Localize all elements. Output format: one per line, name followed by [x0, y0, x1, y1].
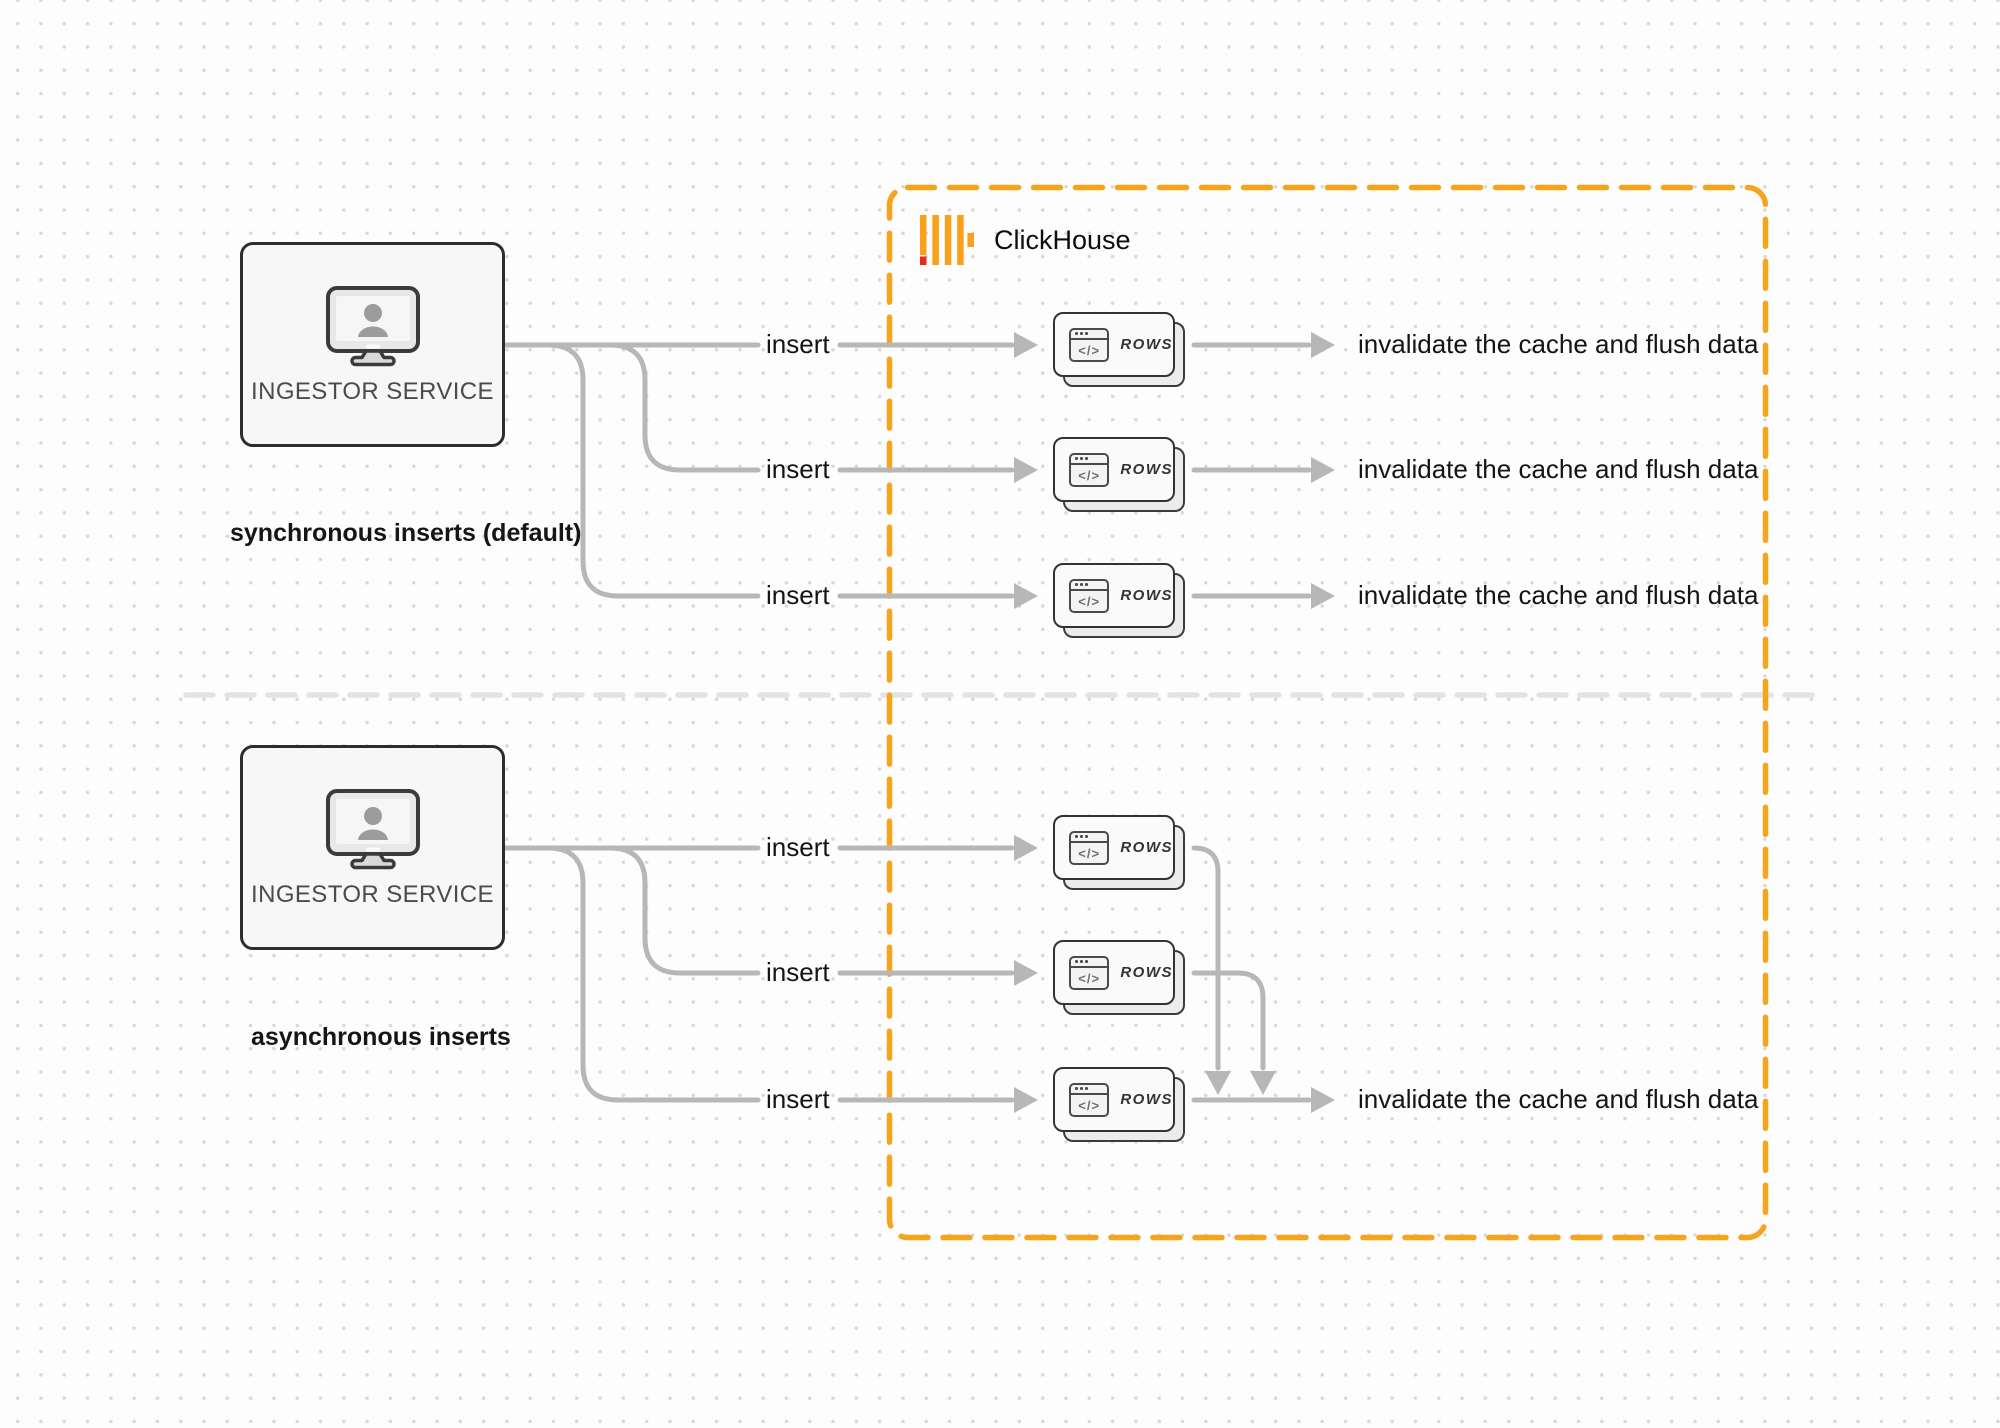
clickhouse-logo-icon — [920, 215, 974, 265]
code-window-icon: </> — [1069, 955, 1110, 990]
rows-table-stack: </> ROWS — [1053, 312, 1187, 389]
rows-stack-card: </> ROWS — [1053, 940, 1175, 1005]
insert-label: insert — [766, 454, 830, 484]
rows-stack-card: </> ROWS — [1053, 312, 1175, 377]
rows-stack-card: </> ROWS — [1053, 815, 1175, 880]
ingestor-service-label: INGESTOR SERVICE — [251, 881, 494, 908]
monitor-user-icon — [325, 286, 420, 367]
rows-table-stack: </> ROWS — [1053, 940, 1187, 1017]
rows-table-stack: </> ROWS — [1053, 1067, 1187, 1144]
result-label: invalidate the cache and flush data — [1358, 329, 1759, 359]
insert-label: insert — [766, 832, 830, 862]
code-glyph: </> — [1078, 1098, 1101, 1113]
window-dots — [1071, 455, 1108, 465]
arrowhead-icon — [1311, 332, 1335, 358]
arrowhead-icon — [1311, 583, 1335, 609]
rows-label: ROWS — [1120, 336, 1173, 353]
ingestor-service-box-sync: INGESTOR SERVICE — [240, 242, 505, 447]
insert-label: insert — [766, 1084, 830, 1114]
window-dots — [1071, 330, 1108, 340]
insert-label: insert — [766, 957, 830, 987]
rows-table-stack: </> ROWS — [1053, 437, 1187, 514]
arrowhead-down-icon — [1205, 1071, 1231, 1095]
code-glyph: </> — [1078, 971, 1101, 986]
async-section-caption: asynchronous inserts — [251, 1023, 511, 1051]
rows-table-stack: </> ROWS — [1053, 815, 1187, 892]
arrowhead-icon — [1014, 332, 1038, 358]
window-dots — [1071, 581, 1108, 591]
arrowhead-icon — [1311, 457, 1335, 483]
code-window-icon: </> — [1069, 452, 1110, 487]
window-dots — [1071, 1085, 1108, 1095]
clickhouse-logo: ClickHouse — [920, 215, 1131, 265]
wires-group — [502, 342, 1312, 1103]
arrowhead-icon — [1014, 583, 1038, 609]
sync-section-caption: synchronous inserts (default) — [230, 519, 582, 547]
rows-table-stack: </> ROWS — [1053, 563, 1187, 640]
rows-stack-card: </> ROWS — [1053, 437, 1175, 502]
rows-label: ROWS — [1120, 461, 1173, 478]
code-window-icon: </> — [1069, 327, 1110, 362]
clickhouse-boundary — [886, 184, 1769, 1241]
window-dots — [1071, 958, 1108, 968]
result-label: invalidate the cache and flush data — [1358, 454, 1759, 484]
code-window-icon: </> — [1069, 578, 1110, 613]
ingestor-service-box-async: INGESTOR SERVICE — [240, 745, 505, 950]
ingestor-service-label: INGESTOR SERVICE — [251, 378, 494, 405]
rows-label: ROWS — [1120, 587, 1173, 604]
insert-label: insert — [766, 580, 830, 610]
result-label: invalidate the cache and flush data — [1358, 580, 1759, 610]
result-label: invalidate the cache and flush data — [1358, 1084, 1759, 1114]
rows-stack-card: </> ROWS — [1053, 1067, 1175, 1132]
clickhouse-label: ClickHouse — [994, 224, 1131, 255]
rows-stack-card: </> ROWS — [1053, 563, 1175, 628]
arrowhead-icon — [1014, 1087, 1038, 1113]
arrowhead-icon — [1311, 1087, 1335, 1113]
window-dots — [1071, 833, 1108, 843]
arrowhead-icon — [1014, 835, 1038, 861]
monitor-user-icon — [325, 789, 420, 870]
code-window-icon: </> — [1069, 1082, 1110, 1117]
code-glyph: </> — [1078, 343, 1101, 358]
arrowheads-group — [1014, 332, 1335, 1113]
arrowhead-icon — [1014, 960, 1038, 986]
rows-label: ROWS — [1120, 839, 1173, 856]
code-glyph: </> — [1078, 468, 1101, 483]
code-window-icon: </> — [1069, 830, 1110, 865]
rows-label: ROWS — [1120, 1091, 1173, 1108]
arrowhead-icon — [1014, 457, 1038, 483]
insert-label: insert — [766, 329, 830, 359]
arrowhead-down-icon — [1250, 1071, 1276, 1095]
code-glyph: </> — [1078, 594, 1101, 609]
rows-label: ROWS — [1120, 964, 1173, 981]
code-glyph: </> — [1078, 846, 1101, 861]
